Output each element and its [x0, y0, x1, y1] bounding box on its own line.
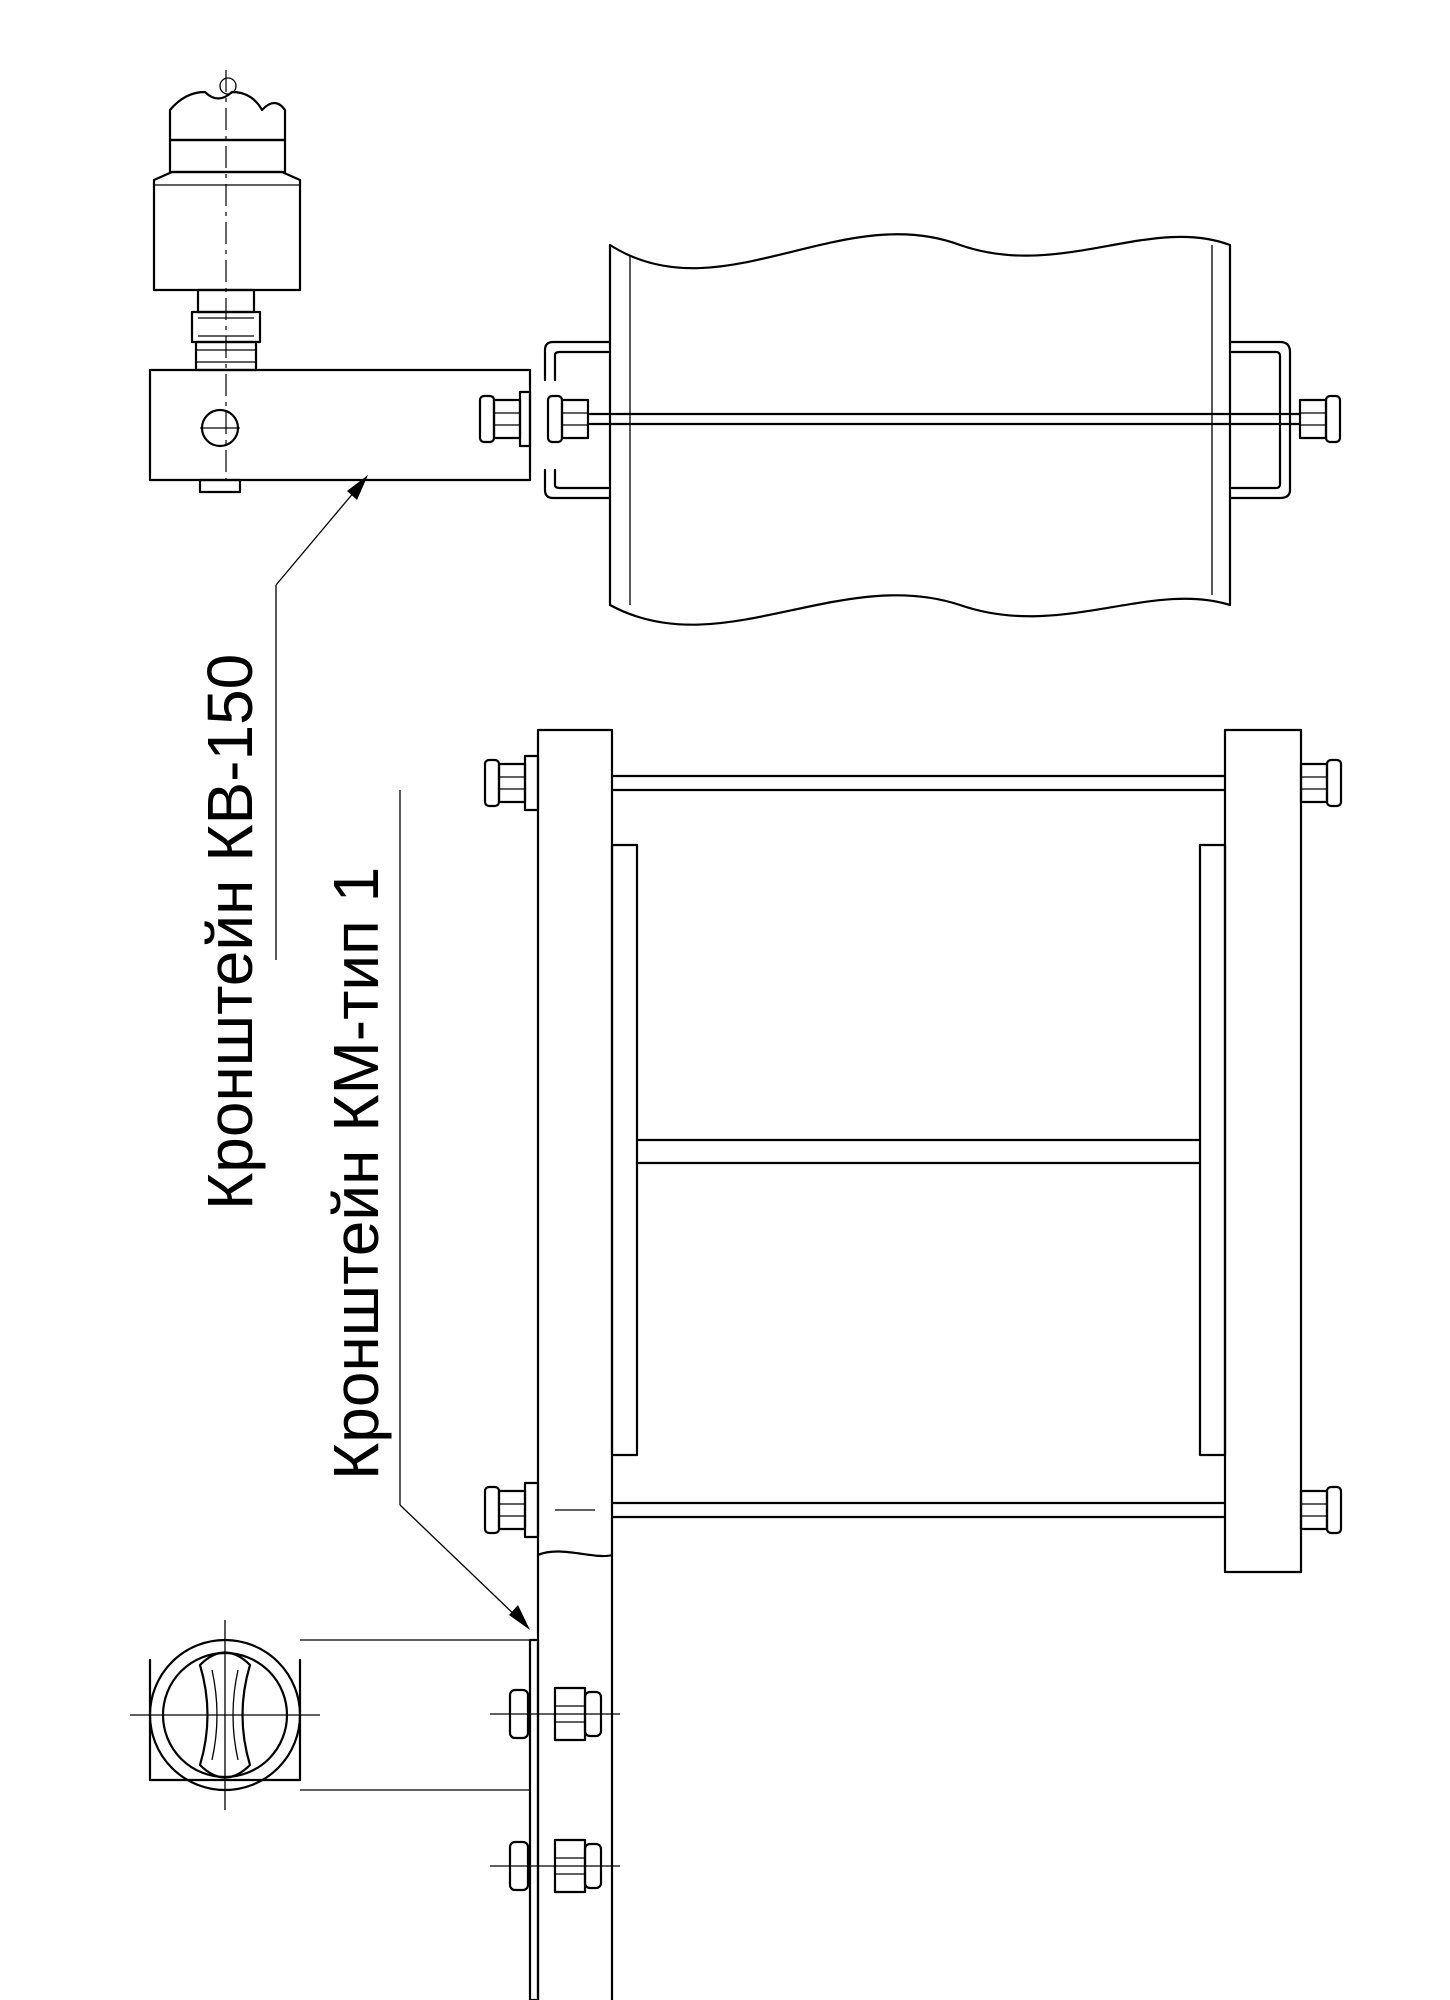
km-type1-assembly	[130, 728, 1343, 2000]
lower-mount	[300, 1553, 620, 2000]
post-section	[608, 233, 1232, 626]
label-km-type1: Кронштейн КМ-тип 1	[320, 867, 392, 1480]
label-kb150: Кронштейн КВ-150	[194, 654, 266, 1210]
rod-nuts	[478, 390, 1342, 448]
clamp-strap	[543, 340, 1292, 500]
wire-clamp	[130, 1620, 320, 1810]
leader-kb150	[275, 475, 368, 960]
leader-km-type1	[399, 790, 530, 1630]
kb150-arm	[148, 368, 532, 494]
inner-bar-right	[1198, 843, 1227, 1457]
kb150-assembly	[148, 70, 1342, 626]
right-plate	[1223, 728, 1303, 1574]
tie-rod-nuts	[483, 754, 1343, 1539]
through-rod	[588, 412, 1302, 426]
inner-bar-left	[610, 843, 639, 1457]
left-plate	[536, 728, 614, 1558]
insulator	[152, 77, 302, 372]
tie-rods	[610, 774, 1227, 1519]
